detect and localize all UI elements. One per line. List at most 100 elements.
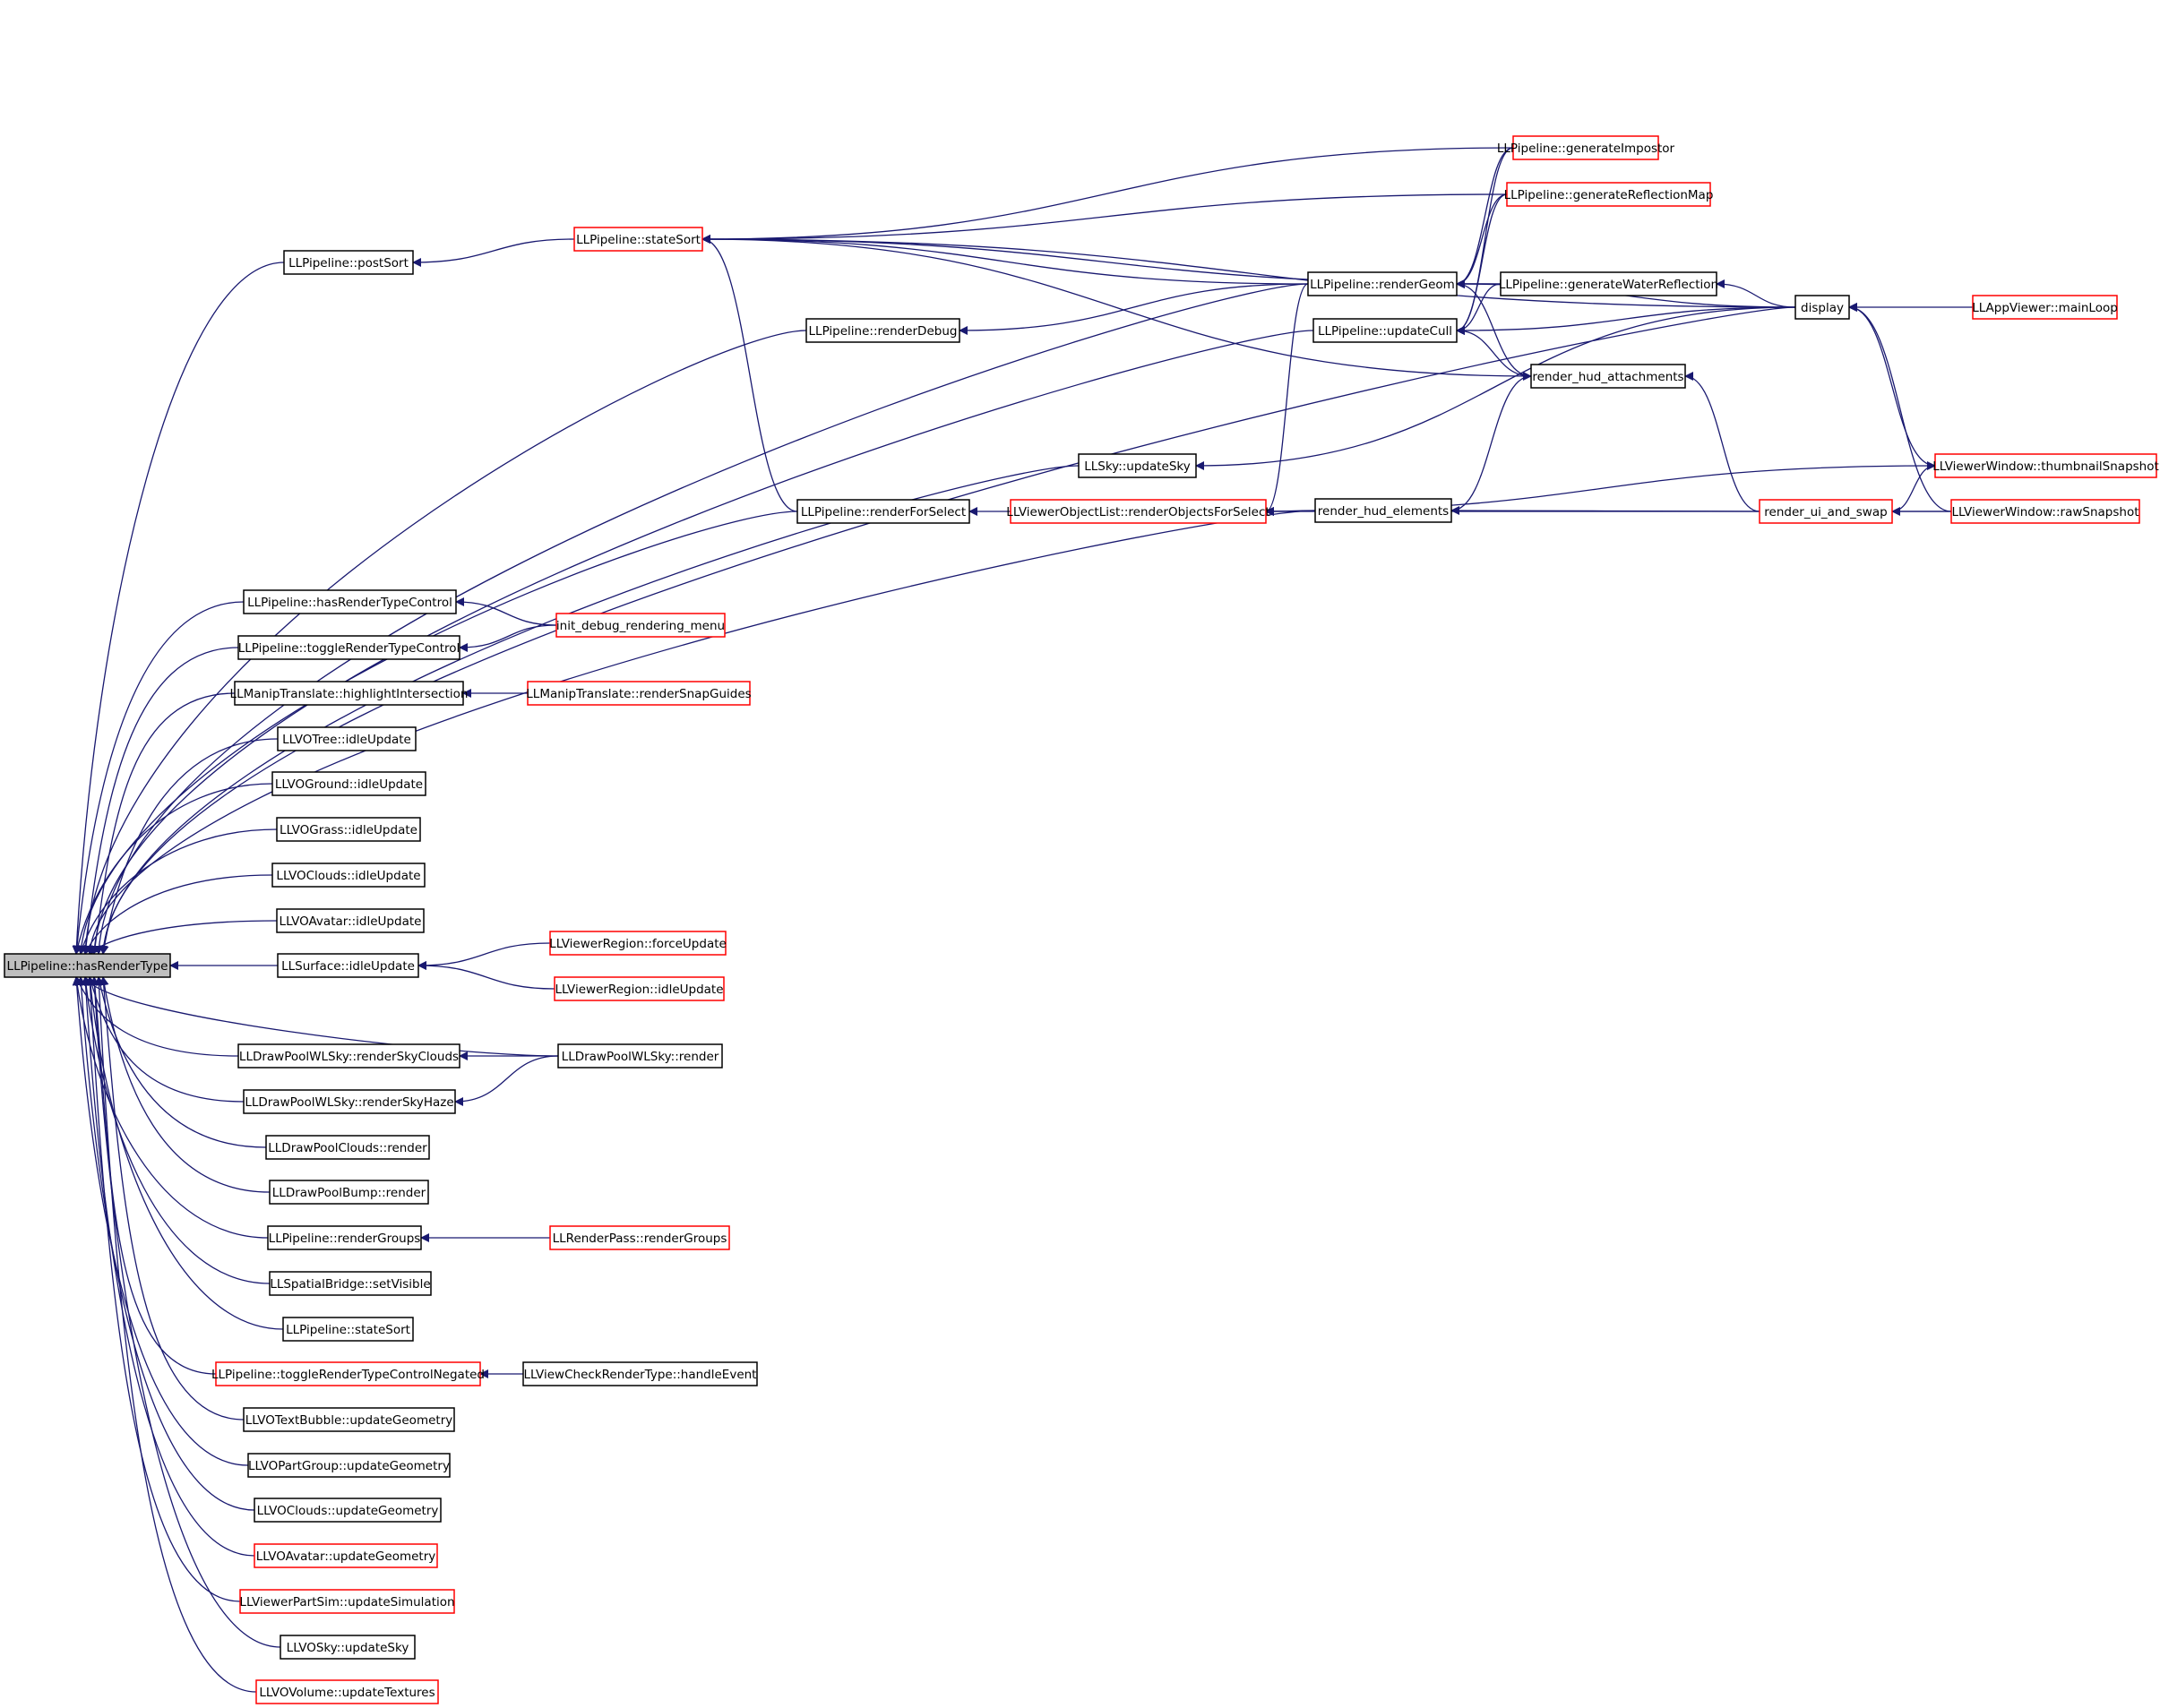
node-highlight[interactable]: LLManipTranslate::highlightIntersection [230, 681, 469, 706]
node-box [254, 1543, 438, 1568]
node-handleEvent[interactable]: LLViewCheckRenderType::handleEvent [522, 1361, 758, 1386]
node-label: LLPipeline::renderGroups [269, 1232, 421, 1246]
node-genImpostor[interactable]: LLPipeline::generateImpostor [1497, 135, 1675, 160]
node-layer: LLPipeline::hasRenderType LLPipeline::pos… [4, 135, 2159, 1704]
node-stateSortR[interactable]: LLPipeline::stateSort [573, 227, 703, 252]
node-textBubble[interactable]: LLVOTextBubble::updateGeometry [243, 1407, 455, 1432]
node-regionIdle[interactable]: LLViewerRegion::idleUpdate [554, 976, 725, 1001]
node-setVisible[interactable]: LLSpatialBridge::setVisible [269, 1271, 432, 1296]
node-toggleRTC[interactable]: LLPipeline::toggleRenderTypeControl [237, 635, 460, 660]
node-box [265, 1135, 430, 1160]
node-stateSortB[interactable]: LLPipeline::stateSort [282, 1317, 414, 1342]
node-box [269, 1180, 429, 1205]
edge-rawSnap-to-display [1848, 303, 1952, 512]
node-label: LLPipeline::renderForSelect [801, 505, 966, 519]
edge-renderDebug-to-root [81, 330, 807, 955]
node-label: LLDrawPoolWLSky::renderSkyHaze [245, 1095, 453, 1110]
node-snapGuides[interactable]: LLManipTranslate::renderSnapGuides [526, 681, 752, 706]
edge-regionIdle-to-surfaceIdle [417, 961, 555, 990]
node-voskyUpdate[interactable]: LLVOSky::updateSky [280, 1635, 416, 1660]
edge-hudElements-to-hudAttach [1450, 372, 1532, 511]
node-postSort[interactable]: LLPipeline::postSort [283, 250, 414, 275]
node-label: LLVOPartGroup::updateGeometry [248, 1459, 450, 1473]
edge-avatarIdle-to-root [89, 920, 278, 955]
edge-cloudsRender-to-root [95, 976, 267, 1148]
node-treeIdle[interactable]: LLVOTree::idleUpdate [277, 726, 417, 751]
node-renderDebug[interactable]: LLPipeline::renderDebug [805, 318, 960, 343]
node-label: LLPipeline::toggleRenderTypeControlNegat… [211, 1368, 485, 1382]
node-mainLoop[interactable]: LLAppViewer::mainLoop [1972, 295, 2118, 320]
node-avatarIdle[interactable]: LLVOAvatar::idleUpdate [276, 908, 425, 933]
node-genReflMap[interactable]: LLPipeline::generateReflectionMap [1504, 182, 1714, 207]
edge-wlskyRender-to-skyHaze [454, 1055, 559, 1106]
node-cloudsGeom[interactable]: LLVOClouds::updateGeometry [254, 1498, 442, 1523]
edge-renderGroups-to-root [73, 976, 269, 1239]
node-uiSwap[interactable]: render_ui_and_swap [1759, 499, 1893, 524]
node-label: LLPipeline::stateSort [576, 233, 701, 247]
node-box [271, 771, 426, 796]
edge-display-to-root [99, 306, 1796, 955]
node-box [276, 817, 421, 842]
node-avatarGeom[interactable]: LLVOAvatar::updateGeometry [254, 1543, 438, 1568]
node-box [1794, 295, 1850, 320]
node-box [280, 1635, 416, 1660]
node-rawSnap[interactable]: LLViewerWindow::rawSnapshot [1950, 499, 2140, 524]
node-hasRTC[interactable]: LLPipeline::hasRenderTypeControl [243, 589, 457, 614]
node-partSim[interactable]: LLViewerPartSim::updateSimulation [239, 1589, 455, 1614]
node-label: LLPipeline::updateCull [1318, 324, 1452, 339]
edge-initDebug-to-toggleRTC [459, 624, 557, 652]
edge-grassIdle-to-root [78, 828, 278, 955]
edge-hasRTC-to-root [72, 601, 245, 955]
node-cloudsIdle[interactable]: LLVOClouds::idleUpdate [271, 863, 426, 888]
node-thumbSnap[interactable]: LLViewerWindow::thumbnailSnapshot [1932, 453, 2159, 478]
edge-setVisible-to-root [82, 976, 271, 1284]
edge-renderGeom-to-renderObjSel [1265, 283, 1309, 516]
node-grassIdle[interactable]: LLVOGrass::idleUpdate [276, 817, 421, 842]
node-passGroups[interactable]: LLRenderPass::renderGroups [549, 1225, 730, 1250]
node-display[interactable]: display [1794, 295, 1850, 320]
node-label: LLPipeline::renderDebug [809, 324, 958, 339]
node-label: LLDrawPoolWLSky::renderSkyClouds [239, 1050, 459, 1064]
node-genWater[interactable]: LLPipeline::generateWaterReflection [1499, 271, 1718, 296]
node-toggleNeg[interactable]: LLPipeline::toggleRenderTypeControlNegat… [211, 1361, 485, 1386]
node-label: LLPipeline::postSort [288, 256, 409, 270]
node-hudElements[interactable]: render_hud_elements [1314, 498, 1452, 523]
node-box [1500, 271, 1717, 296]
node-renderGroups[interactable]: LLPipeline::renderGroups [267, 1225, 422, 1250]
node-box [243, 589, 457, 614]
edge-skyHaze-to-root [87, 976, 245, 1103]
node-volumeTex[interactable]: LLVOVolume::updateTextures [255, 1679, 439, 1704]
edge-voskyUpdate-to-root [90, 976, 281, 1648]
edge-genReflMap-to-stateSortR [701, 193, 1508, 244]
node-skyClouds[interactable]: LLDrawPoolWLSky::renderSkyClouds [237, 1043, 460, 1069]
node-box [573, 227, 703, 252]
node-updateCull[interactable]: LLPipeline::updateCull [1312, 318, 1458, 343]
node-cloudsRender[interactable]: LLDrawPoolClouds::render [265, 1135, 430, 1160]
edge-forceUpdate-to-surfaceIdle [417, 942, 551, 970]
node-skyUpdateSky[interactable]: LLSky::updateSky [1078, 453, 1197, 478]
node-hudAttach[interactable]: render_hud_attachments [1530, 364, 1686, 389]
node-renderGeom[interactable]: LLPipeline::renderGeom [1307, 271, 1458, 296]
node-skyHaze[interactable]: LLDrawPoolWLSky::renderSkyHaze [243, 1089, 456, 1114]
node-label: LLSpatialBridge::setVisible [270, 1277, 430, 1292]
node-renderForSelect[interactable]: LLPipeline::renderForSelect [796, 499, 970, 524]
node-partGroup[interactable]: LLVOPartGroup::updateGeometry [247, 1453, 451, 1478]
node-forceUpdate[interactable]: LLViewerRegion::forceUpdate [549, 931, 727, 956]
node-label: LLManipTranslate::renderSnapGuides [526, 687, 751, 701]
node-box [527, 681, 751, 706]
edge-postSort-to-root [72, 262, 285, 955]
node-bumpRender[interactable]: LLDrawPoolBump::render [269, 1180, 429, 1205]
node-label: LLPipeline::hasRenderType [7, 959, 168, 974]
node-renderObjSel[interactable]: LLViewerObjectList::renderObjectsForSele… [1006, 499, 1270, 524]
node-box [555, 613, 726, 638]
edge-genImpostor-to-stateSortR [701, 147, 1514, 244]
edge-display-to-stateSortR [701, 235, 1796, 308]
node-label: LLViewerWindow::thumbnailSnapshot [1932, 459, 2159, 474]
node-root[interactable]: LLPipeline::hasRenderType [4, 953, 171, 978]
node-groundIdle[interactable]: LLVOGround::idleUpdate [271, 771, 426, 796]
node-label: LLVOAvatar::idleUpdate [280, 914, 422, 929]
node-surfaceIdle[interactable]: LLSurface::idleUpdate [277, 953, 419, 978]
node-wlskyRender[interactable]: LLDrawPoolWLSky::render [557, 1043, 723, 1069]
node-box [243, 1089, 456, 1114]
node-initDebug[interactable]: init_debug_rendering_menu [555, 613, 726, 638]
